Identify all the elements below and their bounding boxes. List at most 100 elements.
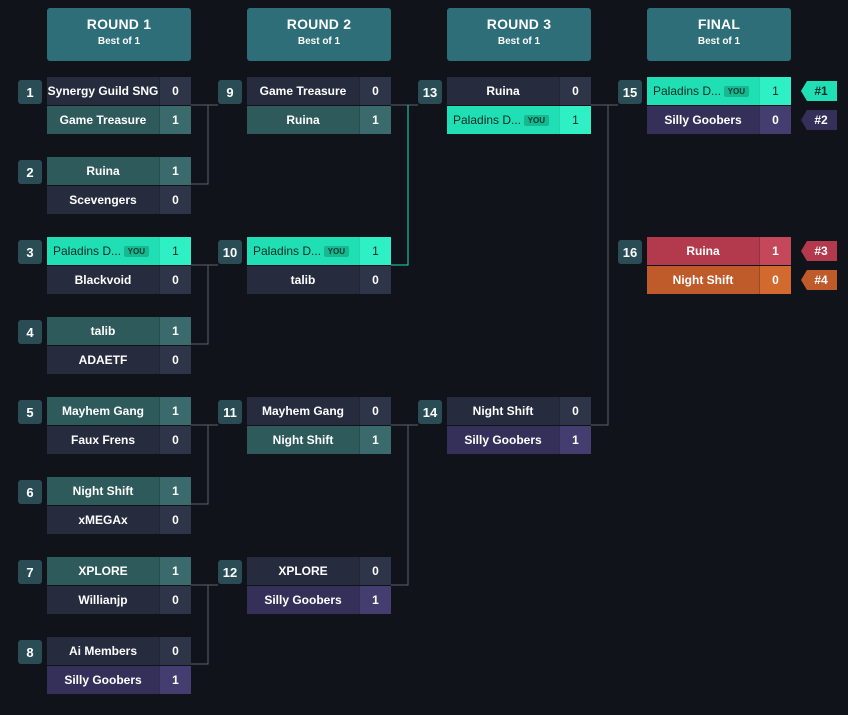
team-score: 0 <box>359 77 391 105</box>
team-slot[interactable]: Silly Goobers 1 <box>47 666 191 694</box>
team-score: 0 <box>359 397 391 425</box>
team-score: 0 <box>359 266 391 294</box>
team-score: 0 <box>759 106 791 134</box>
team-name-cell: Night Shift <box>247 426 359 454</box>
team-name-cell: talib <box>247 266 359 294</box>
you-badge: YOU <box>723 85 749 97</box>
round-header-final: FINAL Best of 1 <box>647 8 791 61</box>
team-score: 1 <box>159 477 191 505</box>
team-name-cell: Paladins D...YOU <box>47 237 159 265</box>
team-name-cell: XPLORE <box>247 557 359 585</box>
team-name-cell: XPLORE <box>47 557 159 585</box>
team-name-cell: ADAETF <box>47 346 159 374</box>
team-name-cell: Silly Goobers <box>447 426 559 454</box>
connector-m1-m2 <box>191 104 209 185</box>
match-number-11: 11 <box>218 400 242 424</box>
match-number-1: 1 <box>18 80 42 104</box>
team-name-cell: Night Shift <box>647 266 759 294</box>
round-title: FINAL <box>697 16 741 32</box>
team-name: Ruina <box>86 164 120 178</box>
round-title: ROUND 3 <box>486 16 552 32</box>
team-score: 0 <box>159 77 191 105</box>
team-score: 1 <box>159 666 191 694</box>
team-name-cell: Paladins D...YOU <box>247 237 359 265</box>
team-score: 0 <box>159 506 191 534</box>
team-name: Paladins D... <box>453 113 522 127</box>
team-name: Silly Goobers <box>64 673 142 687</box>
team-name-cell: Ruina <box>647 237 759 265</box>
team-name-cell: Willianjp <box>47 586 159 614</box>
connector-m5-m6 <box>191 424 209 505</box>
team-score: 1 <box>159 557 191 585</box>
team-name: Night Shift <box>72 484 134 498</box>
team-slot[interactable]: Willianjp 0 <box>47 586 191 614</box>
team-name-cell: Blackvoid <box>47 266 159 294</box>
team-name: Paladins D... <box>53 244 122 258</box>
team-name-cell: Night Shift <box>47 477 159 505</box>
you-badge: YOU <box>523 114 549 126</box>
team-name-cell: xMEGAx <box>47 506 159 534</box>
rank-tag: #2 <box>801 110 837 130</box>
team-score: 0 <box>159 346 191 374</box>
team-score: 1 <box>359 237 391 265</box>
team-name: Ruina <box>686 244 720 258</box>
team-score: 1 <box>159 157 191 185</box>
team-name-cell: Scevengers <box>47 186 159 214</box>
team-slot[interactable]: ADAETF 0 <box>47 346 191 374</box>
team-slot[interactable]: Ruina 1 <box>47 157 191 185</box>
connector-m10-m13 <box>391 105 409 266</box>
team-name: Game Treasure <box>59 113 147 127</box>
round-header-1: ROUND 1 Best of 1 <box>47 8 191 61</box>
round-header-2: ROUND 2 Best of 1 <box>247 8 391 61</box>
team-score: 1 <box>159 237 191 265</box>
team-name: Synergy Guild SNG <box>47 84 159 98</box>
rank-tag: #4 <box>801 270 837 290</box>
rank-tag: #3 <box>801 241 837 261</box>
match-number-16: 16 <box>618 240 642 264</box>
team-slot[interactable]: Mayhem Gang 0 <box>247 397 391 425</box>
round-title: ROUND 2 <box>286 16 352 32</box>
team-name: Mayhem Gang <box>61 404 145 418</box>
team-slot[interactable]: Night Shift 1 <box>47 477 191 505</box>
team-name: XPLORE <box>78 564 128 578</box>
team-name-cell: Mayhem Gang <box>247 397 359 425</box>
team-name-cell: Silly Goobers <box>247 586 359 614</box>
round-subtitle: Best of 1 <box>497 36 541 47</box>
team-name: Willianjp <box>78 593 128 607</box>
team-slot[interactable]: XPLORE 1 <box>47 557 191 585</box>
team-name: Night Shift <box>472 404 534 418</box>
team-score: 1 <box>759 237 791 265</box>
team-name-cell: Game Treasure <box>247 77 359 105</box>
match-number-12: 12 <box>218 560 242 584</box>
team-name: ADAETF <box>78 353 128 367</box>
team-name: Paladins D... <box>253 244 322 258</box>
team-name: Mayhem Gang <box>261 404 345 418</box>
team-name: Paladins D... <box>653 84 722 98</box>
team-score: 0 <box>159 586 191 614</box>
team-slot[interactable]: Ruina 1 <box>647 237 791 265</box>
